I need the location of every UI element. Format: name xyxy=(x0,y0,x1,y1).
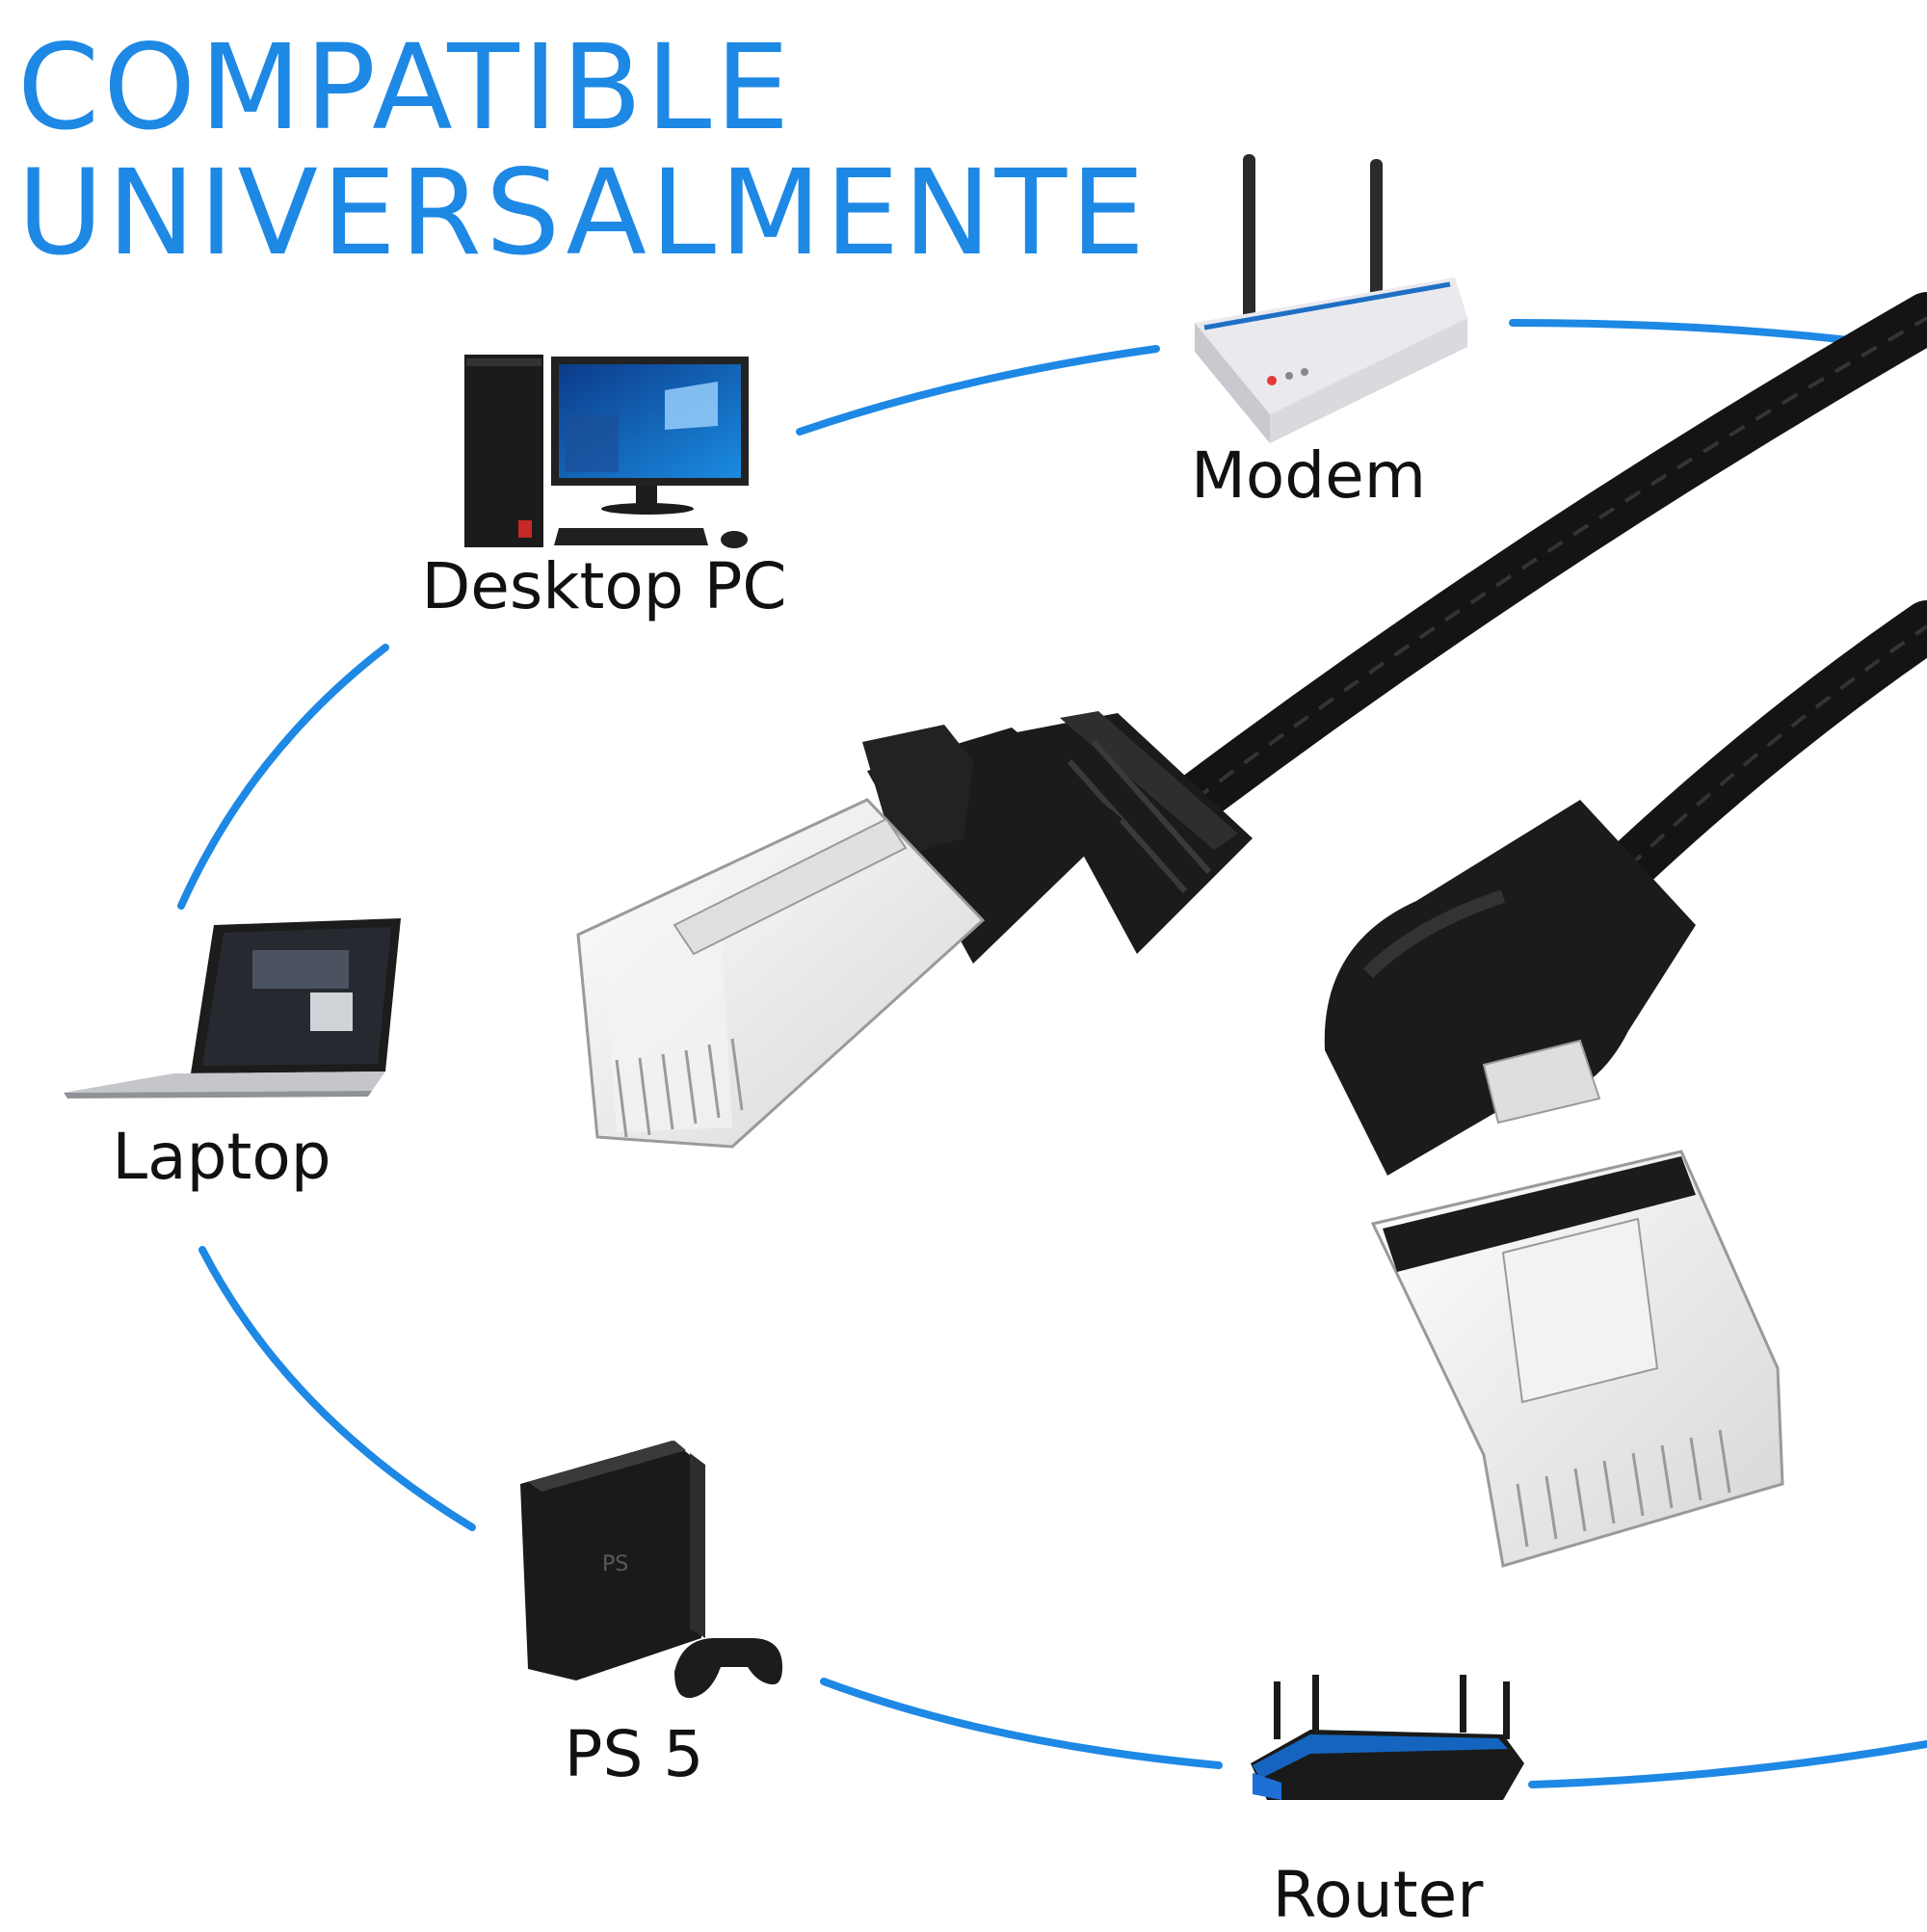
headline-line-1: COMPATIBLE xyxy=(17,19,794,156)
arc-router-right xyxy=(1528,1740,1927,1788)
headline-line-2: UNIVERSALMENTE xyxy=(17,145,1149,281)
desktop-pc-icon xyxy=(464,355,749,548)
router-icon xyxy=(1251,1675,1524,1800)
router-label: Router xyxy=(1272,1858,1484,1932)
straight-connector xyxy=(576,292,1927,1149)
desktop-pc-label: Desktop PC xyxy=(421,549,787,623)
arc-laptop-ps5 xyxy=(198,1246,476,1531)
plug-contacts xyxy=(615,1038,744,1138)
modem-icon xyxy=(1195,154,1467,443)
modem-label: Modem xyxy=(1190,438,1427,513)
laptop-label: Laptop xyxy=(112,1120,331,1194)
ps5-label: PS 5 xyxy=(564,1717,704,1791)
laptop-icon xyxy=(64,918,401,1098)
game-console-icon: PS xyxy=(520,1441,782,1699)
arc-desktop-laptop xyxy=(177,644,389,910)
angled-connector xyxy=(1324,600,1927,1568)
connection-ring xyxy=(177,319,1927,1788)
svg-text:PS: PS xyxy=(602,1552,628,1576)
arc-desktop-modem xyxy=(796,345,1160,436)
angled-plug-contacts xyxy=(1516,1429,1731,1548)
arc-ps5-router xyxy=(820,1678,1223,1769)
